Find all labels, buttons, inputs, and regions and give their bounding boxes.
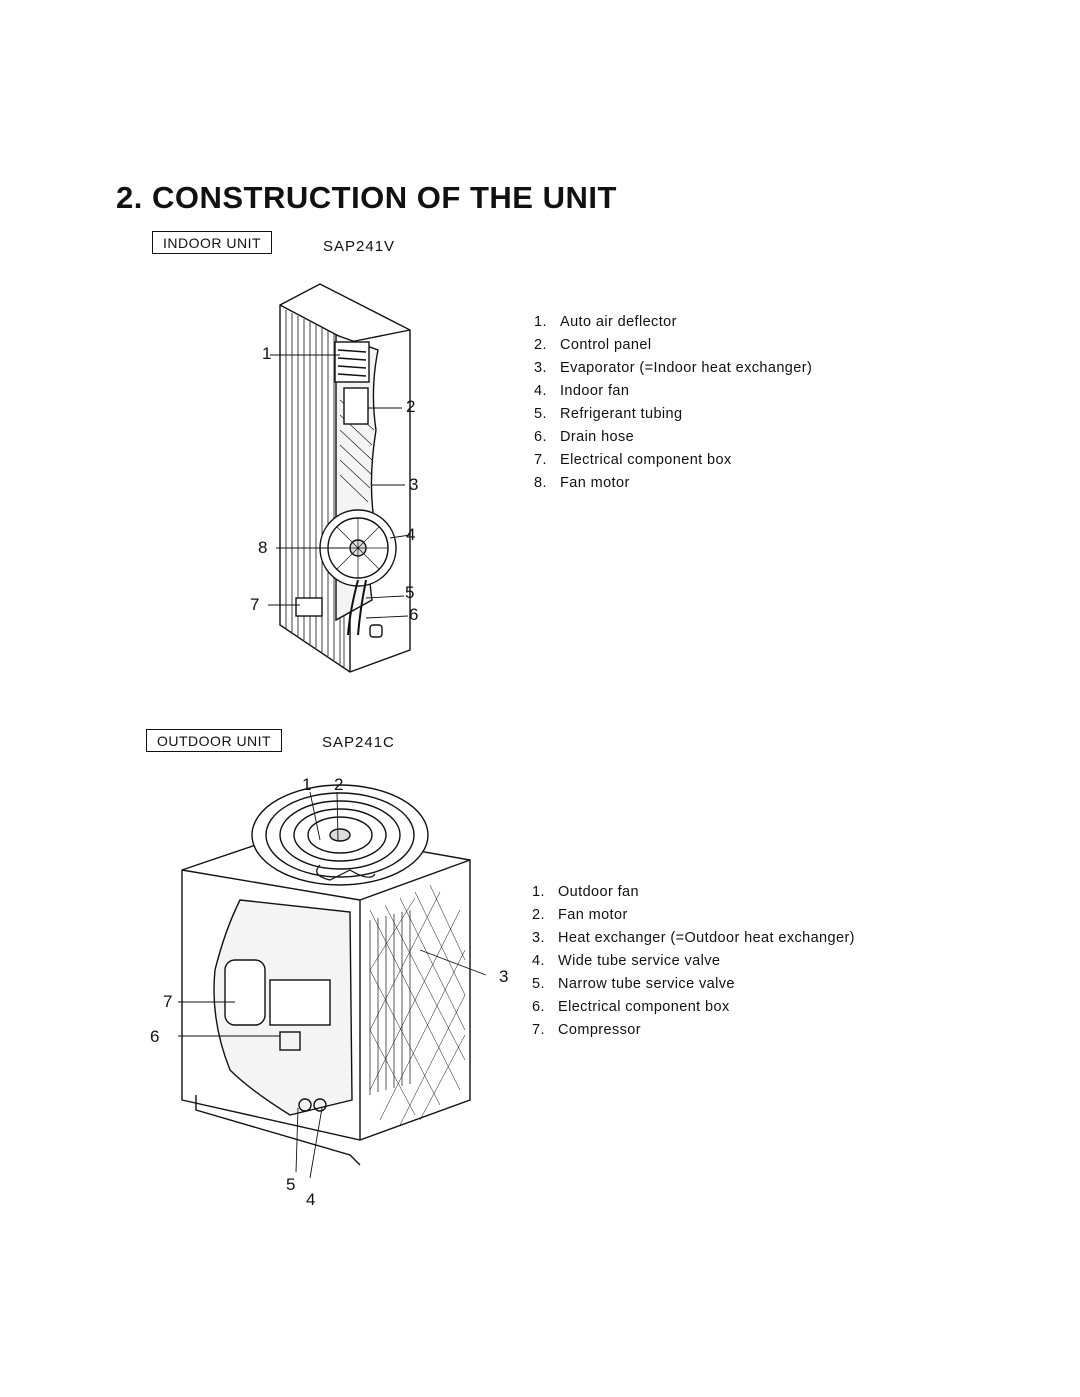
outdoor-callout-3: 3: [499, 967, 509, 986]
indoor-unit-label: INDOOR UNIT: [152, 231, 273, 254]
outdoor-parts-list: 1.Outdoor fan 2.Fan motor 3.Heat exchang…: [532, 881, 855, 1042]
outdoor-callout-7: 7: [163, 992, 173, 1011]
page-title: 2. CONSTRUCTION OF THE UNIT: [116, 180, 617, 215]
list-item: 2.Fan motor: [532, 907, 628, 923]
indoor-callout-6: 6: [409, 605, 419, 624]
outdoor-callout-1: 1: [302, 775, 312, 794]
list-item: 1.Outdoor fan: [532, 884, 639, 900]
list-item: 4.Wide tube service valve: [532, 953, 721, 969]
indoor-callout-7: 7: [250, 595, 260, 614]
indoor-callout-2: 2: [406, 397, 416, 416]
list-item: 3.Heat exchanger (=Outdoor heat exchange…: [532, 930, 855, 946]
indoor-model-number: SAP241V: [323, 238, 396, 255]
indoor-unit-illustration: [268, 283, 411, 673]
indoor-callout-3: 3: [409, 475, 419, 494]
list-item: 4.Indoor fan: [534, 383, 630, 399]
list-item: 5.Refrigerant tubing: [534, 406, 683, 422]
indoor-parts-list: 1.Auto air deflector 2.Control panel 3.E…: [534, 311, 812, 495]
list-item: 1.Auto air deflector: [534, 314, 677, 330]
indoor-callout-5: 5: [405, 583, 415, 602]
indoor-callout-1: 1: [262, 344, 272, 363]
list-item: 8.Fan motor: [534, 475, 630, 491]
list-item: 7.Compressor: [532, 1022, 641, 1038]
outdoor-callout-2: 2: [334, 775, 344, 794]
outdoor-model-number: SAP241C: [322, 734, 395, 751]
indoor-callout-4: 4: [406, 525, 416, 544]
outdoor-unit-label: OUTDOOR UNIT: [146, 729, 283, 752]
list-item: 7.Electrical component box: [534, 452, 732, 468]
outdoor-callout-6: 6: [150, 1027, 160, 1046]
outdoor-callout-5: 5: [286, 1175, 296, 1194]
indoor-callout-8: 8: [258, 538, 268, 557]
list-item: 6.Electrical component box: [532, 999, 730, 1015]
list-item: 6.Drain hose: [534, 429, 635, 445]
outdoor-callout-4: 4: [306, 1190, 316, 1209]
list-item: 5.Narrow tube service valve: [532, 976, 735, 992]
outdoor-unit-illustration: [178, 784, 487, 1179]
list-item: 2.Control panel: [534, 337, 652, 353]
list-item: 3.Evaporator (=Indoor heat exchanger): [534, 360, 813, 376]
